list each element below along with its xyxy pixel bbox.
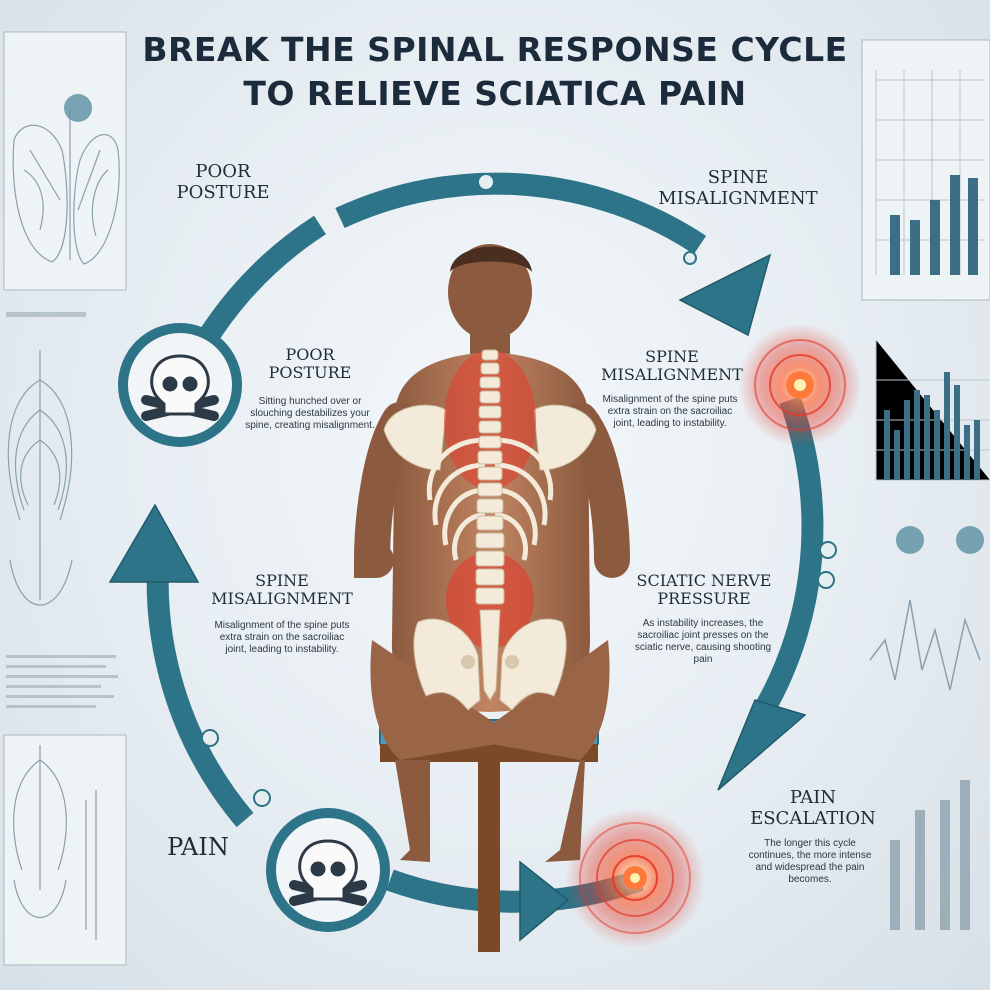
label-spine-misalignment-inner-right: SPINE MISALIGNMENT	[601, 347, 743, 385]
page-title: BREAK THE SPINAL RESPONSE CYCLE TO RELIE…	[120, 28, 870, 116]
ring-arc-right	[748, 396, 824, 726]
label-poor-posture-outer: POOR POSTURE	[176, 161, 270, 203]
ribcage-sketch	[7, 350, 73, 606]
label-pain-outer: PAIN	[167, 833, 229, 861]
arrowhead-right-down	[717, 699, 807, 791]
pain-pulse-icon	[565, 808, 705, 948]
label-sciatic-nerve-pressure: SCIATIC NERVE PRESSURE	[636, 571, 772, 609]
desc-spine-misalignment-right: Misalignment of the spine puts extra str…	[602, 394, 738, 429]
chart-bars-mid	[884, 372, 980, 480]
title-line-2: TO RELIEVE SCIATICA PAIN	[243, 74, 747, 113]
hazard-badge-top	[118, 323, 242, 447]
label-spine-misalignment-inner-left: SPINE MISALIGNMENT	[211, 571, 353, 609]
ring-arc-top	[335, 172, 707, 255]
anatomy-panel-lungs	[3, 31, 127, 291]
chart-bars-bottom	[890, 780, 970, 930]
hazard-badge-bottom	[266, 808, 390, 932]
spine-vertebrae	[475, 349, 505, 605]
anatomy-panel-torso	[3, 734, 127, 966]
text-scribble-left	[6, 312, 118, 708]
ring-nodes	[201, 173, 837, 807]
desc-spine-misalignment-left: Misalignment of the spine puts extra str…	[214, 620, 350, 655]
lungs-sketch	[12, 110, 120, 265]
cycle-arrowheads	[108, 253, 807, 942]
organ-icon-right-a	[896, 526, 924, 554]
arrowhead-left-up	[108, 503, 200, 583]
desc-pain-escalation: The longer this cycle continues, the mor…	[748, 838, 872, 885]
organ-icon	[64, 94, 92, 122]
skull-crossbones-icon	[141, 354, 219, 421]
arrowhead-top-right	[678, 253, 772, 337]
torso-sketch	[13, 745, 97, 940]
desc-poor-posture: Sitting hunched over or slouching destab…	[245, 396, 375, 431]
chart-grid-top	[875, 70, 985, 275]
label-pain-escalation: PAIN ESCALATION	[750, 787, 876, 829]
label-poor-posture-inner: POOR POSTURE	[268, 345, 352, 383]
ecg-line	[869, 599, 981, 691]
chart-bars-top	[890, 175, 978, 275]
title-line-1: BREAK THE SPINAL RESPONSE CYCLE	[142, 30, 848, 69]
organ-icon-right-b	[956, 526, 984, 554]
arrowhead-bottom-left	[519, 860, 570, 942]
label-spine-misalignment-outer: SPINE MISALIGNMENT	[658, 167, 818, 209]
desc-sciatic-nerve-pressure: As instability increases, the sacroiliac…	[634, 618, 772, 665]
pain-pulse-icon	[738, 323, 862, 447]
seated-figure	[353, 244, 630, 862]
skull-crossbones-icon	[289, 839, 367, 906]
